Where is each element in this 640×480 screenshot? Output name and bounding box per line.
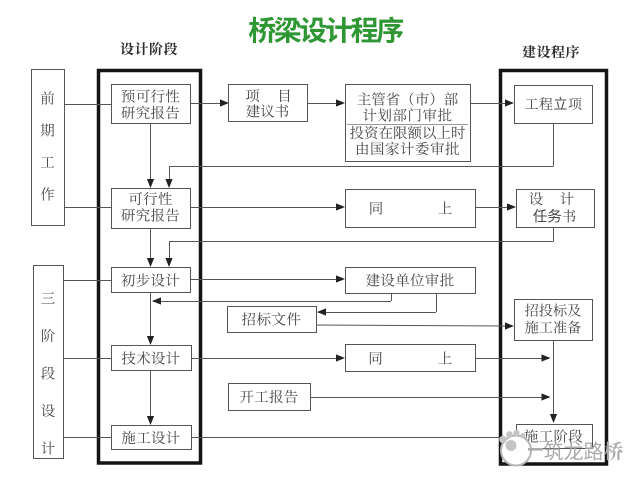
svg-text:研究报告: 研究报告 bbox=[121, 205, 180, 226]
svg-text:研究报告: 研究报告 bbox=[121, 102, 180, 123]
svg-text:段: 段 bbox=[41, 363, 56, 384]
svg-text:同: 同 bbox=[368, 348, 383, 369]
svg-text:设: 设 bbox=[529, 188, 544, 209]
svg-text:上: 上 bbox=[438, 198, 453, 219]
svg-text:投资在限额以上时: 投资在限额以上时 bbox=[350, 122, 466, 143]
svg-text:技术设计: 技术设计 bbox=[121, 348, 180, 369]
svg-text:由国家计委审批: 由国家计委审批 bbox=[355, 138, 460, 159]
svg-text:初步设计: 初步设计 bbox=[121, 270, 180, 291]
svg-text:作: 作 bbox=[40, 184, 55, 205]
svg-text:预可行性: 预可行性 bbox=[121, 86, 180, 107]
svg-text:筑龙路桥: 筑龙路桥 bbox=[544, 436, 624, 465]
svg-text:计: 计 bbox=[41, 438, 56, 459]
svg-text:开工报告: 开工报告 bbox=[239, 386, 298, 407]
svg-text:可行性: 可行性 bbox=[128, 188, 173, 209]
svg-text:项: 项 bbox=[245, 85, 260, 106]
svg-text:前: 前 bbox=[40, 88, 55, 109]
svg-text:设: 设 bbox=[41, 400, 56, 421]
svg-text:工: 工 bbox=[40, 152, 55, 173]
svg-text:目: 目 bbox=[277, 85, 292, 106]
svg-text:同: 同 bbox=[369, 198, 384, 219]
svg-text:三: 三 bbox=[41, 288, 56, 309]
svg-text:工程立项: 工程立项 bbox=[525, 94, 583, 114]
svg-text:期: 期 bbox=[40, 120, 55, 141]
svg-text:施工设计: 施工设计 bbox=[121, 427, 180, 448]
svg-text:上: 上 bbox=[438, 348, 453, 369]
svg-text:主管省（市）部: 主管省（市）部 bbox=[357, 89, 459, 110]
svg-text:计划部门审批: 计划部门审批 bbox=[363, 105, 453, 126]
svg-text:招标文件: 招标文件 bbox=[242, 309, 302, 330]
svg-text:阶: 阶 bbox=[41, 325, 56, 346]
svg-text:任务书: 任务书 bbox=[533, 206, 577, 227]
svg-text:桥梁设计程序: 桥梁设计程序 bbox=[248, 10, 403, 50]
svg-text:施工准备: 施工准备 bbox=[525, 318, 582, 338]
svg-text:建议书: 建议书 bbox=[246, 101, 290, 122]
svg-text:计: 计 bbox=[560, 188, 575, 209]
svg-text:建设单位审批: 建设单位审批 bbox=[366, 270, 455, 291]
svg-text:施工阶段: 施工阶段 bbox=[524, 426, 583, 447]
svg-text:招投标及: 招投标及 bbox=[525, 301, 582, 321]
svg-text:设计阶段: 设计阶段 bbox=[120, 39, 178, 59]
svg-text:建设程序: 建设程序 bbox=[522, 42, 580, 62]
